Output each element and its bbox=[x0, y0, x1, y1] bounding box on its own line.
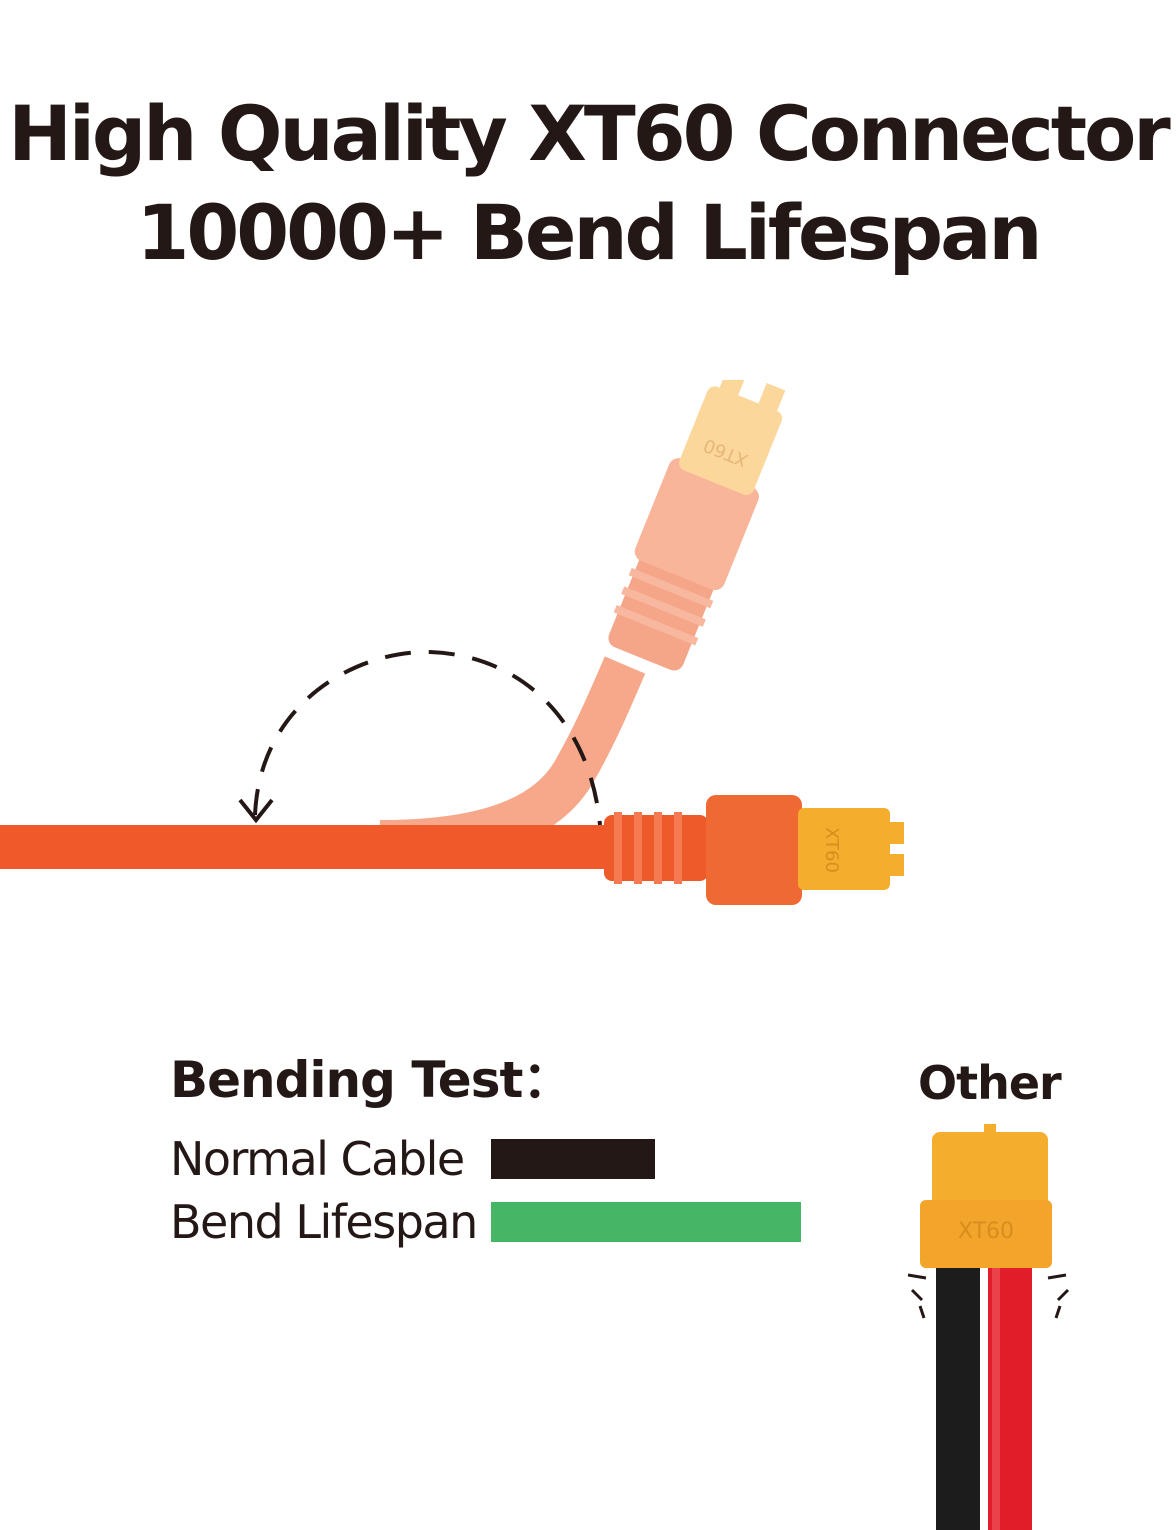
other-connector-plug bbox=[932, 1132, 1048, 1222]
headline-line-1: High Quality XT60 Connector bbox=[8, 89, 1171, 178]
headline-line-2: 10000+ Bend Lifespan bbox=[136, 188, 1042, 277]
straight-cable bbox=[0, 825, 620, 869]
strain-relief bbox=[604, 812, 708, 884]
normal-cable-bar bbox=[491, 1139, 655, 1179]
connector-housing bbox=[706, 795, 802, 905]
other-connector-body bbox=[920, 1200, 1052, 1268]
arrow-down-icon bbox=[238, 798, 274, 824]
stress-marks-right bbox=[1047, 1273, 1070, 1319]
normal-cable-label: Normal Cable bbox=[170, 1132, 465, 1186]
bend-arc bbox=[253, 649, 602, 826]
other-connector-marking: XT60 bbox=[958, 1219, 1014, 1244]
bending-test-heading: Bending Test： bbox=[170, 1051, 572, 1109]
other-connector-illustration: XT60 bbox=[907, 1124, 1070, 1530]
connector-marking: XT60 bbox=[821, 827, 842, 873]
bend-lifespan-label: Bend Lifespan bbox=[170, 1195, 478, 1249]
connector-plug bbox=[798, 808, 890, 890]
stress-marks-left bbox=[907, 1273, 927, 1319]
bent-cable-ghost: XT60 bbox=[379, 380, 786, 864]
other-label: Other bbox=[918, 1056, 1062, 1110]
black-wire bbox=[936, 1260, 980, 1530]
bend-lifespan-bar bbox=[491, 1202, 801, 1242]
cable-bend-illustration: XT60 XT60 bbox=[0, 380, 904, 905]
